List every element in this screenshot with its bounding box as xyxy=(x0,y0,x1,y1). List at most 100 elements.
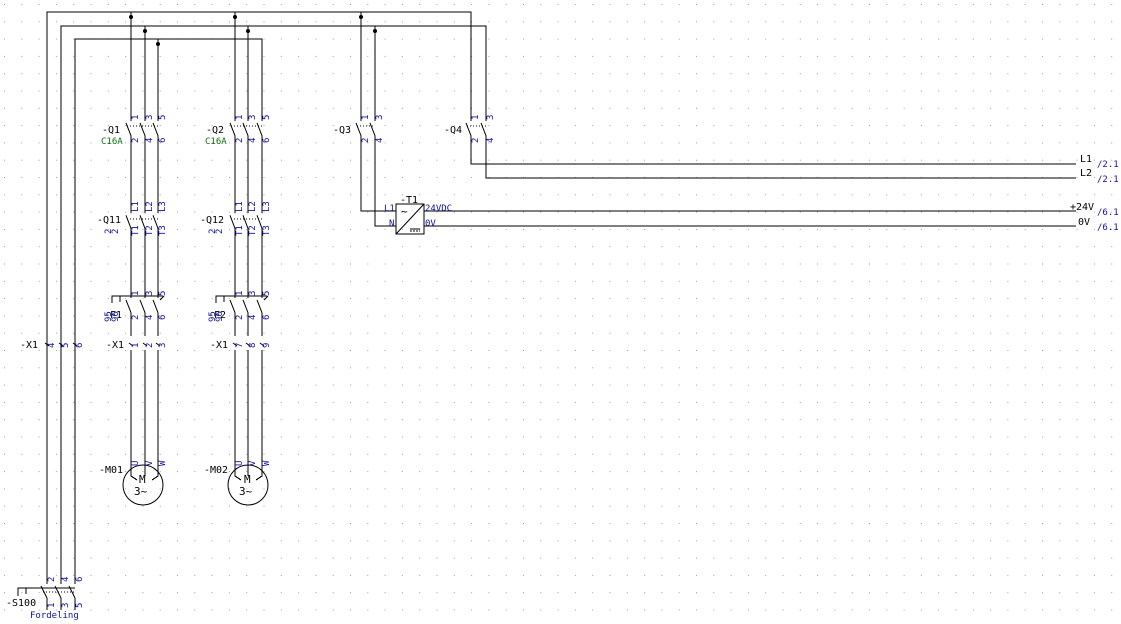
contact-q2-1 xyxy=(229,108,236,145)
grid-dot xyxy=(1093,505,1095,507)
grid-dot xyxy=(453,332,455,334)
grid-dot xyxy=(453,315,455,317)
output-ref-l2[interactable]: /2.1 xyxy=(1097,175,1119,185)
grid-dot xyxy=(142,142,144,144)
grid-dot xyxy=(177,73,178,75)
grid-dot xyxy=(177,557,178,559)
psu-t1-box[interactable] xyxy=(395,203,425,235)
grid-dot xyxy=(1042,211,1043,213)
grid-dot xyxy=(419,419,421,421)
grid-dot xyxy=(540,280,542,282)
grid-dot xyxy=(1093,557,1095,559)
grid-dot xyxy=(644,21,646,23)
grid-dot xyxy=(505,436,507,438)
grid-dot xyxy=(644,384,646,386)
grid-dot xyxy=(1042,4,1043,5)
output-ref-24v[interactable]: /6.1 xyxy=(1097,208,1119,218)
grid-dot xyxy=(38,263,40,265)
grid-dot xyxy=(21,436,23,438)
grid-dot xyxy=(332,194,334,196)
grid-dot xyxy=(644,315,646,317)
grid-dot xyxy=(194,609,196,611)
grid-dot xyxy=(125,228,127,230)
grid-dot xyxy=(90,21,92,23)
grid-dot xyxy=(523,367,524,369)
grid-dot xyxy=(955,471,957,473)
grid-dot xyxy=(401,298,403,300)
grid-dot xyxy=(851,367,853,369)
grid-dot xyxy=(471,263,473,265)
grid-dot xyxy=(782,228,784,230)
grid-dot xyxy=(1042,471,1043,473)
grid-dot xyxy=(55,263,57,265)
grid-dot xyxy=(782,574,784,576)
grid-dot xyxy=(194,107,196,109)
grid-dot xyxy=(332,280,334,282)
grid-dot xyxy=(107,177,109,178)
grid-dot xyxy=(799,194,801,196)
grid-dot xyxy=(488,4,490,5)
grid-dot xyxy=(73,38,75,40)
output-ref-l1[interactable]: /2.1 xyxy=(1097,160,1119,170)
grid-dot xyxy=(574,367,576,369)
grid-dot xyxy=(453,419,455,421)
grid-dot xyxy=(298,125,300,127)
grid-dot xyxy=(557,401,559,403)
grid-dot xyxy=(453,350,455,351)
grid-dot xyxy=(159,367,161,369)
motor-m01[interactable] xyxy=(122,464,164,506)
grid-dot xyxy=(298,453,300,455)
grid-dot xyxy=(246,574,248,576)
term-x1-m2-1: 8 xyxy=(248,343,258,348)
grid-dot xyxy=(990,211,992,213)
grid-dot xyxy=(90,90,92,92)
motor-m01-circle[interactable] xyxy=(122,464,164,506)
psu-t1[interactable]: ~ xyxy=(395,203,425,235)
grid-dot xyxy=(765,125,767,127)
grid-dot xyxy=(955,159,957,161)
grid-dot xyxy=(401,332,403,334)
grid-dot xyxy=(488,107,490,109)
grid-dot xyxy=(886,557,888,559)
grid-dot xyxy=(246,107,248,109)
wire xyxy=(130,322,159,336)
motor-m02[interactable] xyxy=(227,464,269,506)
grid-dot xyxy=(609,38,611,40)
grid-dot xyxy=(1024,505,1026,507)
grid-dot xyxy=(55,453,57,455)
grid-dot xyxy=(626,55,628,57)
grid-dot xyxy=(1111,228,1113,230)
grid-dot xyxy=(557,211,559,213)
grid-dot xyxy=(609,505,611,507)
grid-dot xyxy=(159,436,161,438)
grid-dot xyxy=(194,505,196,507)
output-ref-0v[interactable]: /6.1 xyxy=(1097,223,1119,233)
grid-dot xyxy=(972,142,974,144)
grid-dot xyxy=(1059,523,1061,524)
grid-dot xyxy=(419,125,421,127)
grid-dot xyxy=(1007,557,1009,559)
grid-dot xyxy=(177,211,178,213)
grid-dot xyxy=(574,107,576,109)
grid-dot xyxy=(263,21,265,23)
grid-dot xyxy=(4,540,5,542)
grid-dot xyxy=(626,505,628,507)
grid-dot xyxy=(401,609,403,611)
grid-dot xyxy=(505,592,507,594)
grid-dot xyxy=(696,4,697,5)
grid-dot xyxy=(713,4,715,5)
grid-dot xyxy=(21,159,23,161)
grid-dot xyxy=(1059,574,1061,576)
grid-dots xyxy=(4,4,1113,611)
grid-dot xyxy=(730,90,732,92)
grid-dot xyxy=(471,246,473,248)
switch-caption: Fordeling xyxy=(30,611,79,621)
grid-dot xyxy=(315,228,317,230)
grid-dot xyxy=(609,211,611,213)
grid-dot xyxy=(1042,436,1043,438)
grid-dot xyxy=(1024,401,1026,403)
grid-dot xyxy=(626,21,628,23)
grid-dot xyxy=(436,523,438,524)
motor-m02-circle[interactable] xyxy=(227,464,269,506)
grid-dot xyxy=(419,90,421,92)
